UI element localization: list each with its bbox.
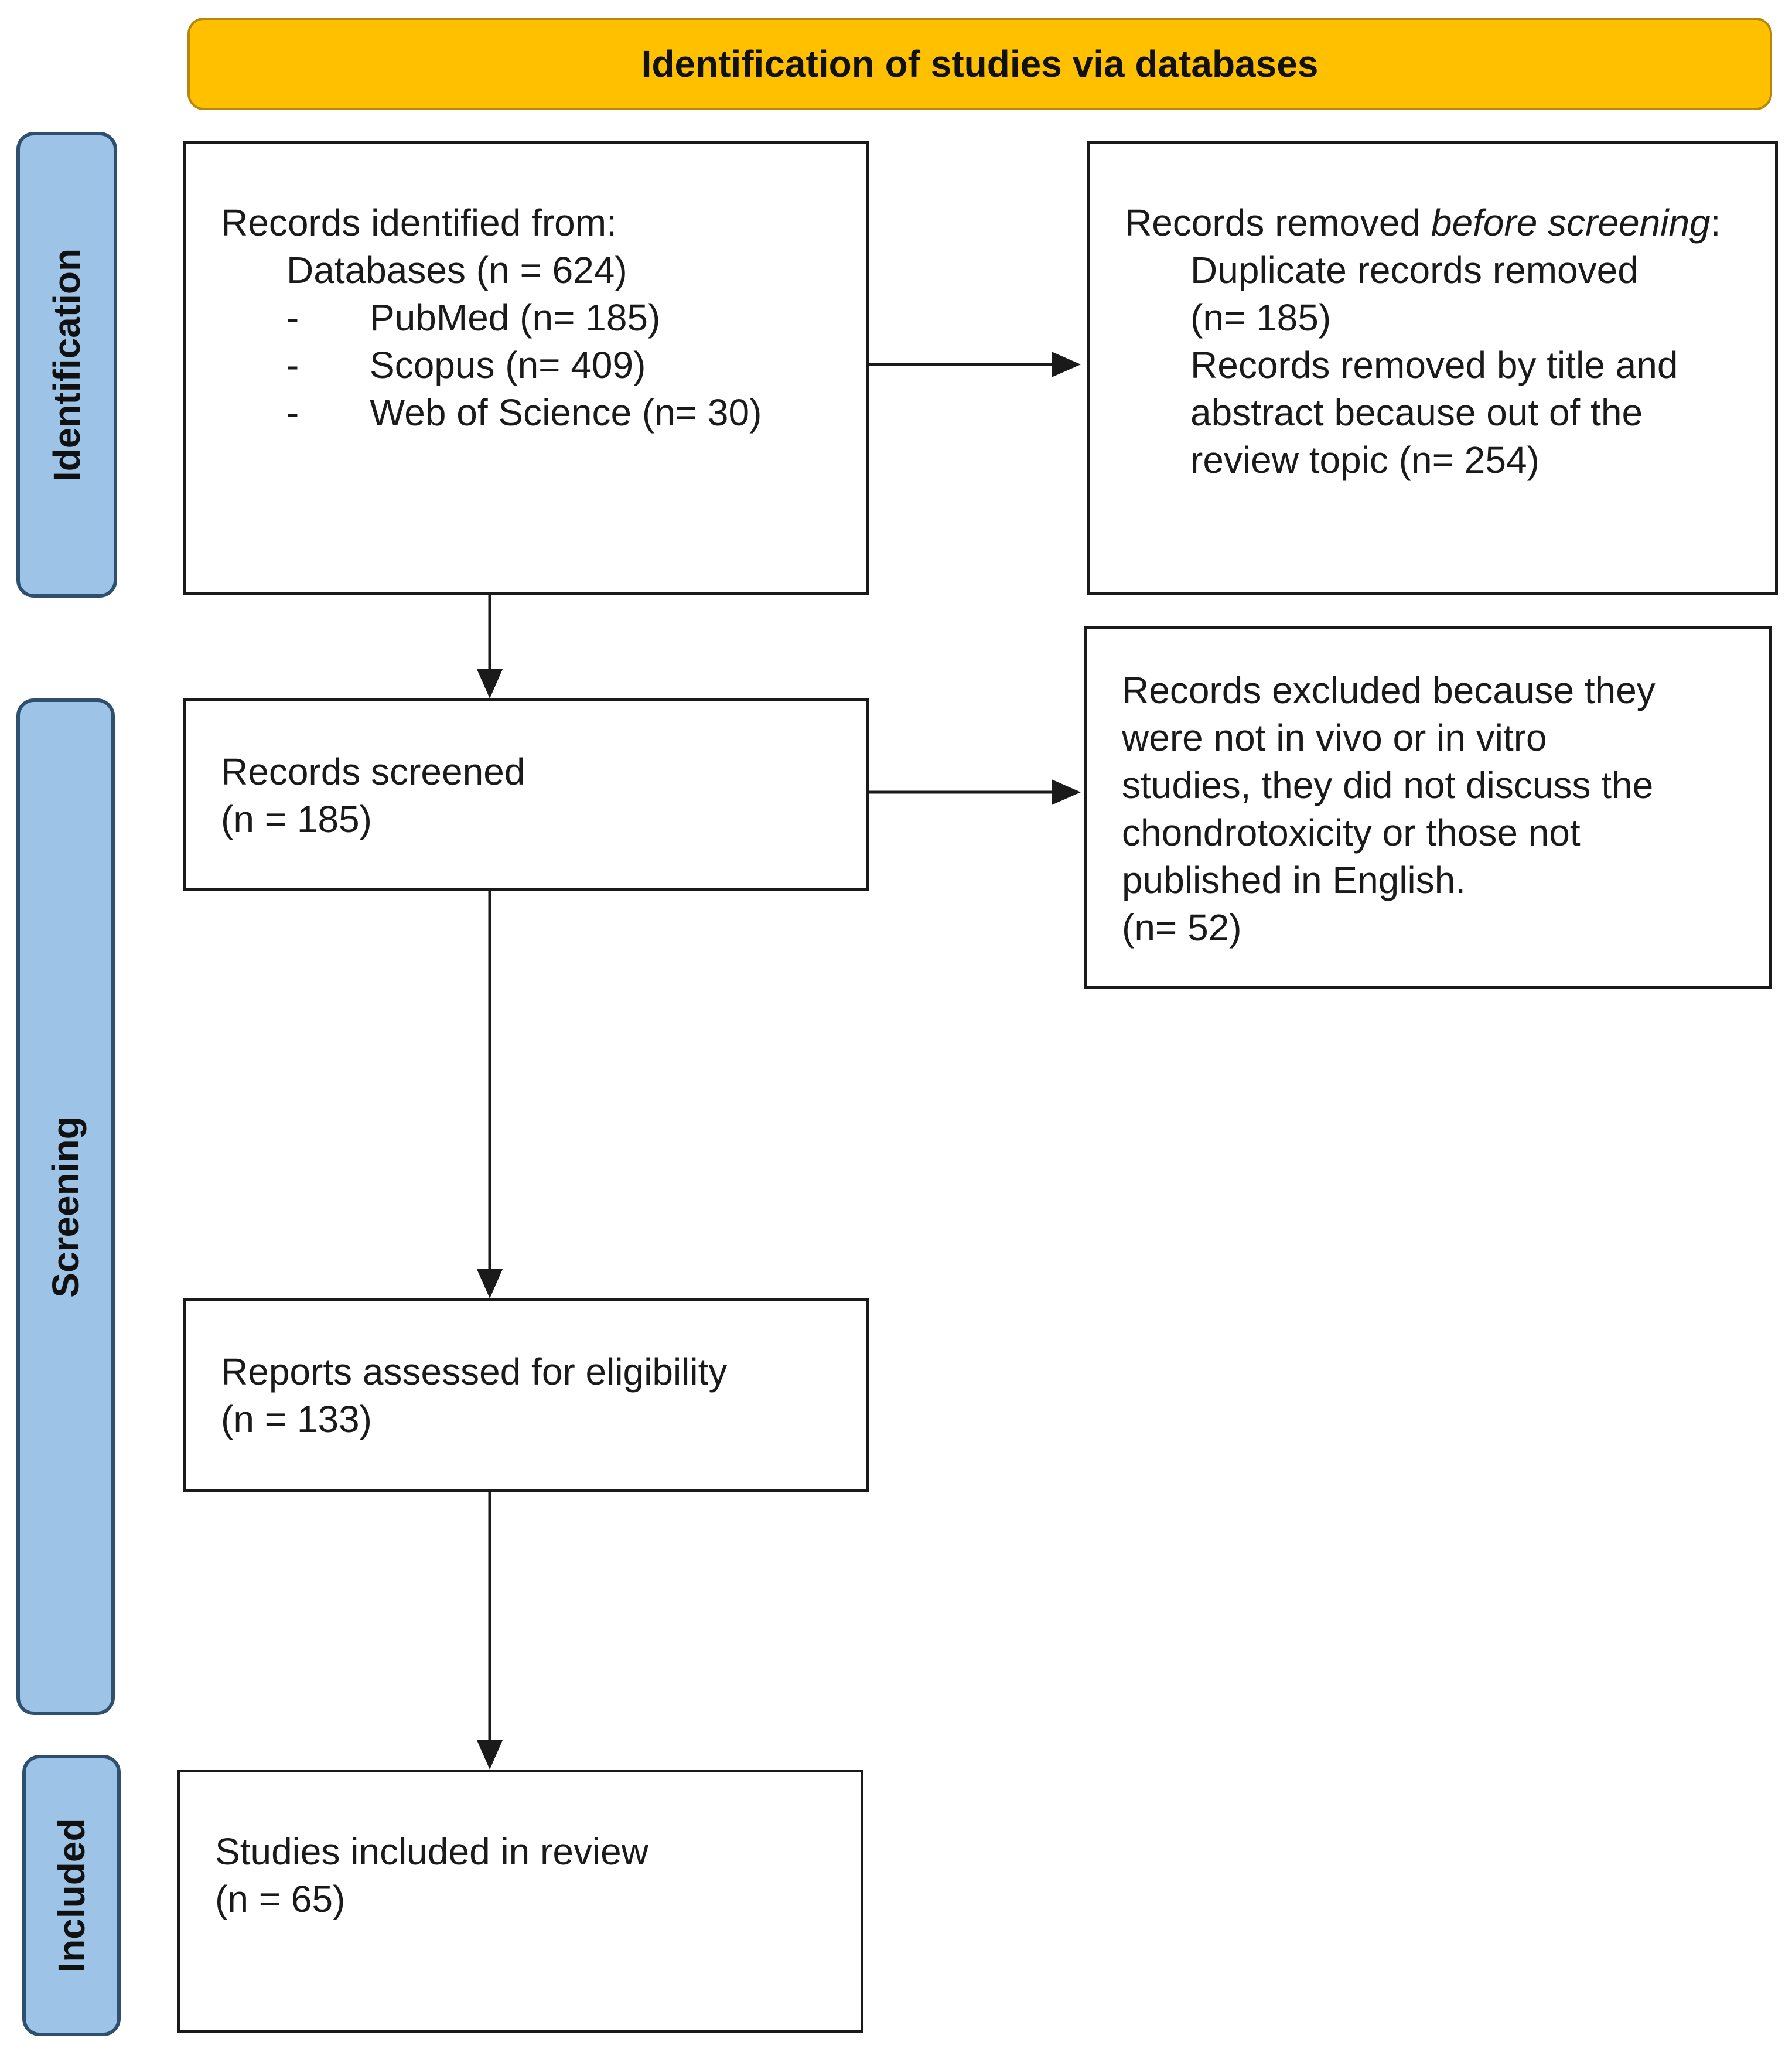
records-screened-count: (n = 185) [221, 798, 372, 840]
databases-total: Databases (n = 624) [286, 249, 627, 291]
banner-identification-of-studies: Identification of studies via databases [187, 18, 1772, 110]
records-identified-heading: Records identified from: [221, 202, 617, 244]
source-web-of-science: -Web of Science (n= 30) [286, 391, 762, 434]
studies-included-count: (n = 65) [215, 1878, 346, 1920]
removed-line: Duplicate records removed [1190, 249, 1639, 291]
reports-assessed-label: Reports assessed for eligibility [221, 1351, 728, 1393]
studies-included-label: Studies included in review [215, 1830, 648, 1873]
excluded-line: were not in vivo or in vitro [1122, 717, 1547, 759]
records-screened-box: Records screened (n = 185) [183, 698, 869, 891]
excluded-line: Records excluded because they [1122, 669, 1656, 711]
source-pubmed: -PubMed (n= 185) [286, 296, 661, 339]
removed-line: abstract because out of the [1190, 391, 1643, 434]
arrowhead-included [477, 1740, 503, 1770]
arrowhead-assessed [477, 1269, 503, 1298]
arrowhead-excluded [1052, 779, 1081, 805]
reports-assessed-box: Reports assessed for eligibility (n = 13… [183, 1298, 869, 1492]
phase-included: Included [22, 1755, 121, 2036]
removed-line: (n= 185) [1190, 296, 1332, 339]
excluded-line: chondrotoxicity or those not [1122, 812, 1581, 854]
records-removed-heading: Records removed before screening: [1125, 202, 1721, 244]
records-excluded-box: Records excluded because they were not i… [1084, 626, 1772, 989]
banner-title: Identification of studies via databases [641, 43, 1319, 85]
excluded-line: published in English. [1122, 859, 1466, 901]
excluded-line: (n= 52) [1122, 906, 1242, 949]
phase-screening: Screening [16, 698, 115, 1715]
arrowhead-removed [1052, 352, 1081, 377]
removed-line: Records removed by title and [1190, 344, 1678, 386]
excluded-line: studies, they did not discuss the [1122, 764, 1654, 806]
records-removed-box: Records removed before screening: Duplic… [1087, 141, 1778, 595]
reports-assessed-count: (n = 133) [221, 1398, 372, 1440]
phase-identification: Identification [16, 132, 117, 598]
studies-included-box: Studies included in review (n = 65) [177, 1770, 863, 2033]
removed-line: review topic (n= 254) [1190, 439, 1540, 481]
arrowhead-screened [477, 669, 503, 698]
records-screened-label: Records screened [221, 751, 525, 793]
records-identified-box: Records identified from: Databases (n = … [183, 141, 869, 595]
source-scopus: -Scopus (n= 409) [286, 344, 646, 386]
